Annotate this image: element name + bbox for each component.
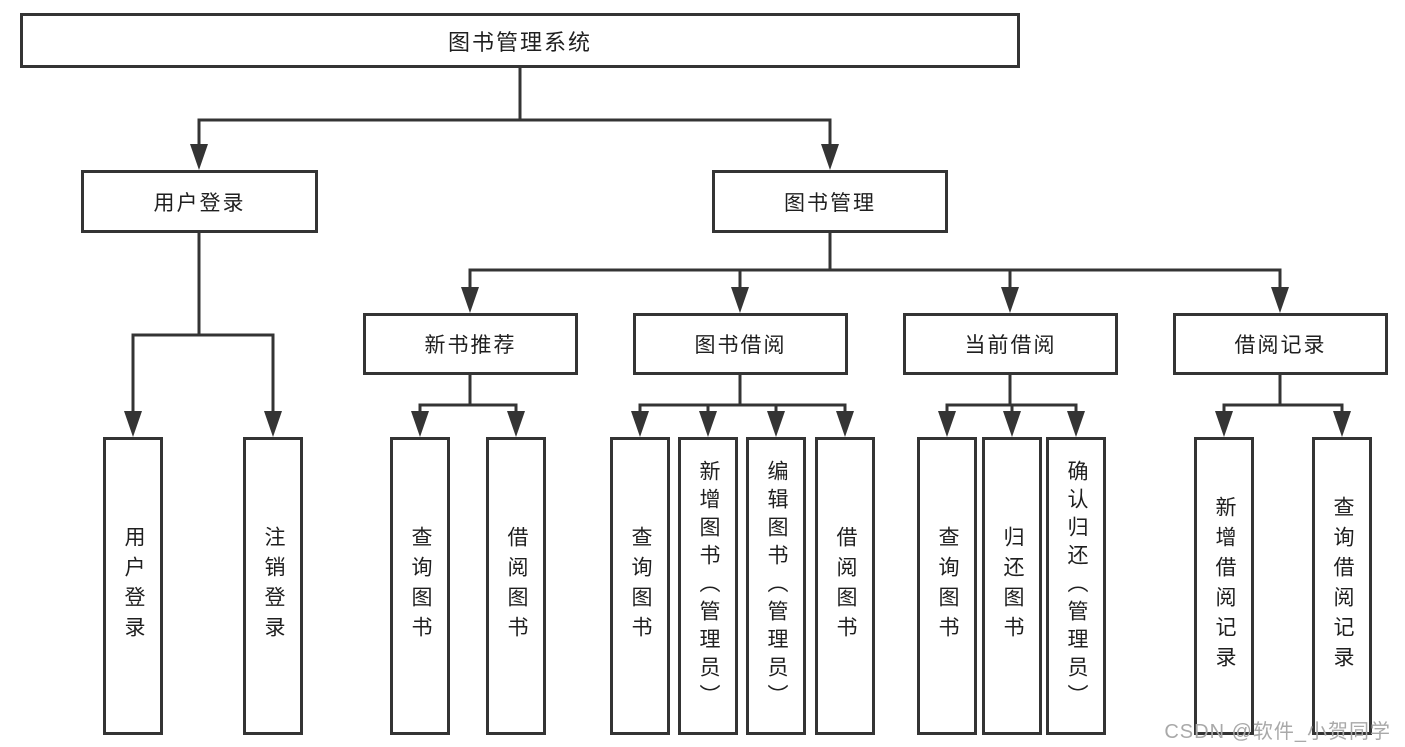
leaf-label: 归还图书 [1001, 526, 1024, 646]
leaf-label: 用户登录 [122, 526, 145, 646]
leaf-edit-book-admin: 编辑图书（管理员） [746, 437, 806, 735]
node-new-book-recommendation: 新书推荐 [363, 313, 578, 375]
watermark: CSDN @软件_小贺同学 [1164, 721, 1391, 743]
leaf-confirm-return-admin: 确认归还（管理员） [1046, 437, 1106, 735]
node-book-management: 图书管理 [712, 170, 948, 233]
leaf-label: 确认归还（管理员） [1065, 460, 1088, 712]
leaf-label: 查询图书 [409, 526, 432, 646]
leaf-query-borrow-record: 查询借阅记录 [1312, 437, 1372, 735]
leaf-label: 查询图书 [629, 526, 652, 646]
node-root-system: 图书管理系统 [20, 13, 1020, 68]
leaf-add-book-admin: 新增图书（管理员） [678, 437, 738, 735]
leaf-borrow-books-borrow: 借阅图书 [815, 437, 875, 735]
leaf-return-book: 归还图书 [982, 437, 1042, 735]
leaf-add-borrow-record: 新增借阅记录 [1194, 437, 1254, 735]
leaf-label: 新增图书（管理员） [697, 460, 720, 712]
leaf-user-login: 用户登录 [103, 437, 163, 735]
node-current-borrowing: 当前借阅 [903, 313, 1118, 375]
arrowheads [124, 144, 1351, 437]
leaf-query-books-borrow: 查询图书 [610, 437, 670, 735]
leaf-label: 注销登录 [262, 526, 285, 646]
leaf-query-books-recommend: 查询图书 [390, 437, 450, 735]
leaf-borrow-books-recommend: 借阅图书 [486, 437, 546, 735]
leaf-label: 借阅图书 [505, 526, 528, 646]
node-user-login: 用户登录 [81, 170, 318, 233]
leaf-label: 借阅图书 [834, 526, 857, 646]
leaf-logout: 注销登录 [243, 437, 303, 735]
node-borrowing-records: 借阅记录 [1173, 313, 1388, 375]
leaf-query-books-current: 查询图书 [917, 437, 977, 735]
leaf-label: 新增借阅记录 [1213, 496, 1236, 676]
leaf-label: 查询借阅记录 [1331, 496, 1354, 676]
leaf-label: 查询图书 [936, 526, 959, 646]
leaf-label: 编辑图书（管理员） [765, 460, 788, 712]
node-book-borrowing: 图书借阅 [633, 313, 848, 375]
